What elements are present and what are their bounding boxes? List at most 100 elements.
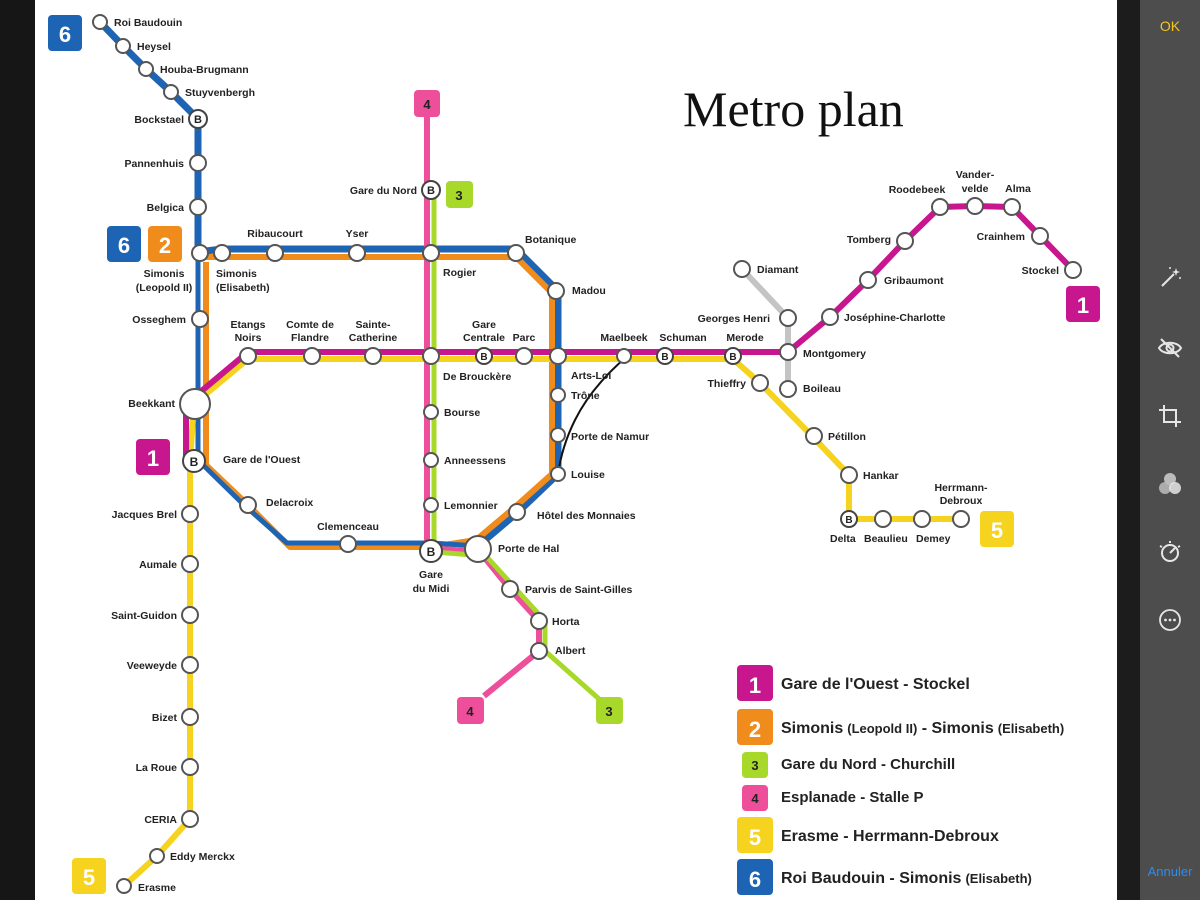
station-label: Vander- [956, 169, 995, 181]
line-badge-2-simonis [148, 226, 182, 262]
cancel-button[interactable]: Annuler [1147, 864, 1193, 879]
station-label: Albert [555, 645, 586, 657]
station-marker [515, 347, 533, 365]
station-label: Roi Baudouin [114, 17, 182, 29]
line-badge-4-top [414, 90, 440, 117]
b-marker-label: B [845, 515, 852, 526]
station-marker [422, 244, 440, 262]
station-label: Clemenceau [317, 521, 379, 533]
station-marker [508, 503, 526, 521]
station-marker [616, 348, 632, 364]
hide-eye-icon[interactable] [1156, 334, 1184, 362]
station-label: Beaulieu [864, 533, 908, 545]
legend-label-1: Gare de l'Ouest - Stockel [781, 676, 970, 693]
station-label: Aumale [139, 559, 177, 571]
gray-spur-route [739, 266, 791, 389]
station-marker [149, 848, 165, 864]
legend-label-2: Simonis(Leopold II) - Simonis(Elisabeth) [781, 720, 1064, 737]
station-marker [547, 282, 565, 300]
station-label: Simonis [216, 268, 257, 280]
station-label: La Roue [136, 762, 178, 774]
station-marker [913, 510, 931, 528]
station-label: Bockstael [134, 114, 184, 126]
legend: 1 Gare de l'Ouest - Stockel 2 Simonis(Le… [737, 665, 1064, 895]
station-label: Gribaumont [884, 275, 944, 287]
station-marker [550, 387, 566, 403]
station-marker [550, 466, 566, 482]
line-badge-5-east [980, 511, 1014, 547]
station-label: Thieffry [707, 378, 746, 390]
station-label: Tomberg [847, 234, 891, 246]
station-label: Pétillon [828, 431, 866, 443]
station-marker [779, 309, 797, 327]
legend-label-5: Erasme - Herrmann-Debroux [781, 828, 999, 845]
station-label: Gare [419, 569, 443, 581]
station-label: Madou [572, 285, 606, 297]
line-badge-5-south [72, 858, 106, 894]
legend-label-6: Roi Baudouin - Simonis(Elisabeth) [781, 870, 1032, 887]
line-5-route [121, 356, 961, 889]
station-label: Herrmann- [934, 482, 988, 494]
station-label: Crainhem [977, 231, 1025, 243]
station-marker [1064, 261, 1082, 279]
station-label: Noirs [235, 332, 262, 344]
badge-number: 2 [159, 233, 171, 258]
legend-label-2-mid: - Simonis [917, 720, 994, 737]
station-label: Simonis [144, 268, 185, 280]
station-label: Demey [916, 533, 951, 545]
station-label: Jacques Brel [112, 509, 177, 521]
station-label: Erasme [138, 882, 176, 894]
legend-badge-3 [742, 752, 768, 778]
legend-number: 6 [749, 867, 761, 892]
station-marker [92, 14, 108, 30]
magic-wand-icon[interactable] [1156, 264, 1184, 292]
station-label: Bizet [152, 712, 178, 724]
legend-badge-5 [737, 817, 773, 853]
station-marker [303, 347, 321, 365]
more-options-icon[interactable] [1156, 606, 1184, 634]
station-marker [239, 496, 257, 514]
adjust-dial-icon[interactable] [1156, 538, 1184, 566]
hand-drawn-black-line [557, 358, 625, 475]
station-label: Sainte- [355, 319, 391, 331]
station-label: Saint-Guidon [111, 610, 177, 622]
station-label: Delacroix [266, 497, 313, 509]
badge-number: 3 [605, 704, 612, 719]
station-marker [423, 452, 439, 468]
station-label: Bourse [444, 407, 480, 419]
station-label: Hôtel des Monnaies [537, 510, 636, 522]
station-label: Parvis de Saint-Gilles [525, 584, 633, 596]
ok-button[interactable]: OK [1159, 18, 1181, 34]
station-label: Botanique [525, 234, 576, 246]
legend-label-2-note: (Elisabeth) [998, 721, 1064, 736]
b-marker-label: B [190, 455, 199, 469]
metro-map-svg: Metro plan B B B B [48, 14, 1100, 895]
b-marker-label: B [427, 185, 435, 197]
badge-number: 6 [59, 22, 71, 47]
station-label: (Elisabeth) [216, 282, 270, 294]
filters-icon[interactable] [1156, 470, 1184, 498]
legend-label-6-part: Roi Baudouin - Simonis [781, 870, 962, 887]
crop-rotate-icon[interactable] [1156, 402, 1184, 430]
legend-label-3: Gare du Nord - Churchill [781, 756, 955, 773]
station-marker [189, 198, 207, 216]
station-label: Stuyvenbergh [185, 87, 255, 99]
station-marker [751, 374, 769, 392]
station-label: Etangs [230, 319, 265, 331]
badge-number: 1 [147, 446, 159, 471]
badge-number: 5 [991, 518, 1003, 543]
station-marker [181, 656, 199, 674]
station-marker [549, 347, 567, 365]
station-marker [821, 308, 839, 326]
station-label: Rogier [443, 267, 476, 279]
b-marker-label: B [427, 545, 436, 559]
station-label: Boileau [803, 383, 841, 395]
station-marker [874, 510, 892, 528]
station-labels: Roi Baudouin Heysel Houba-Brugmann Stuyv… [111, 17, 1059, 894]
station-label: Veeweyde [127, 660, 177, 672]
station-marker [840, 466, 858, 484]
station-label: Osseghem [132, 314, 186, 326]
station-label: Gare du Nord [350, 185, 417, 197]
station-marker [179, 388, 211, 420]
station-marker [422, 347, 440, 365]
